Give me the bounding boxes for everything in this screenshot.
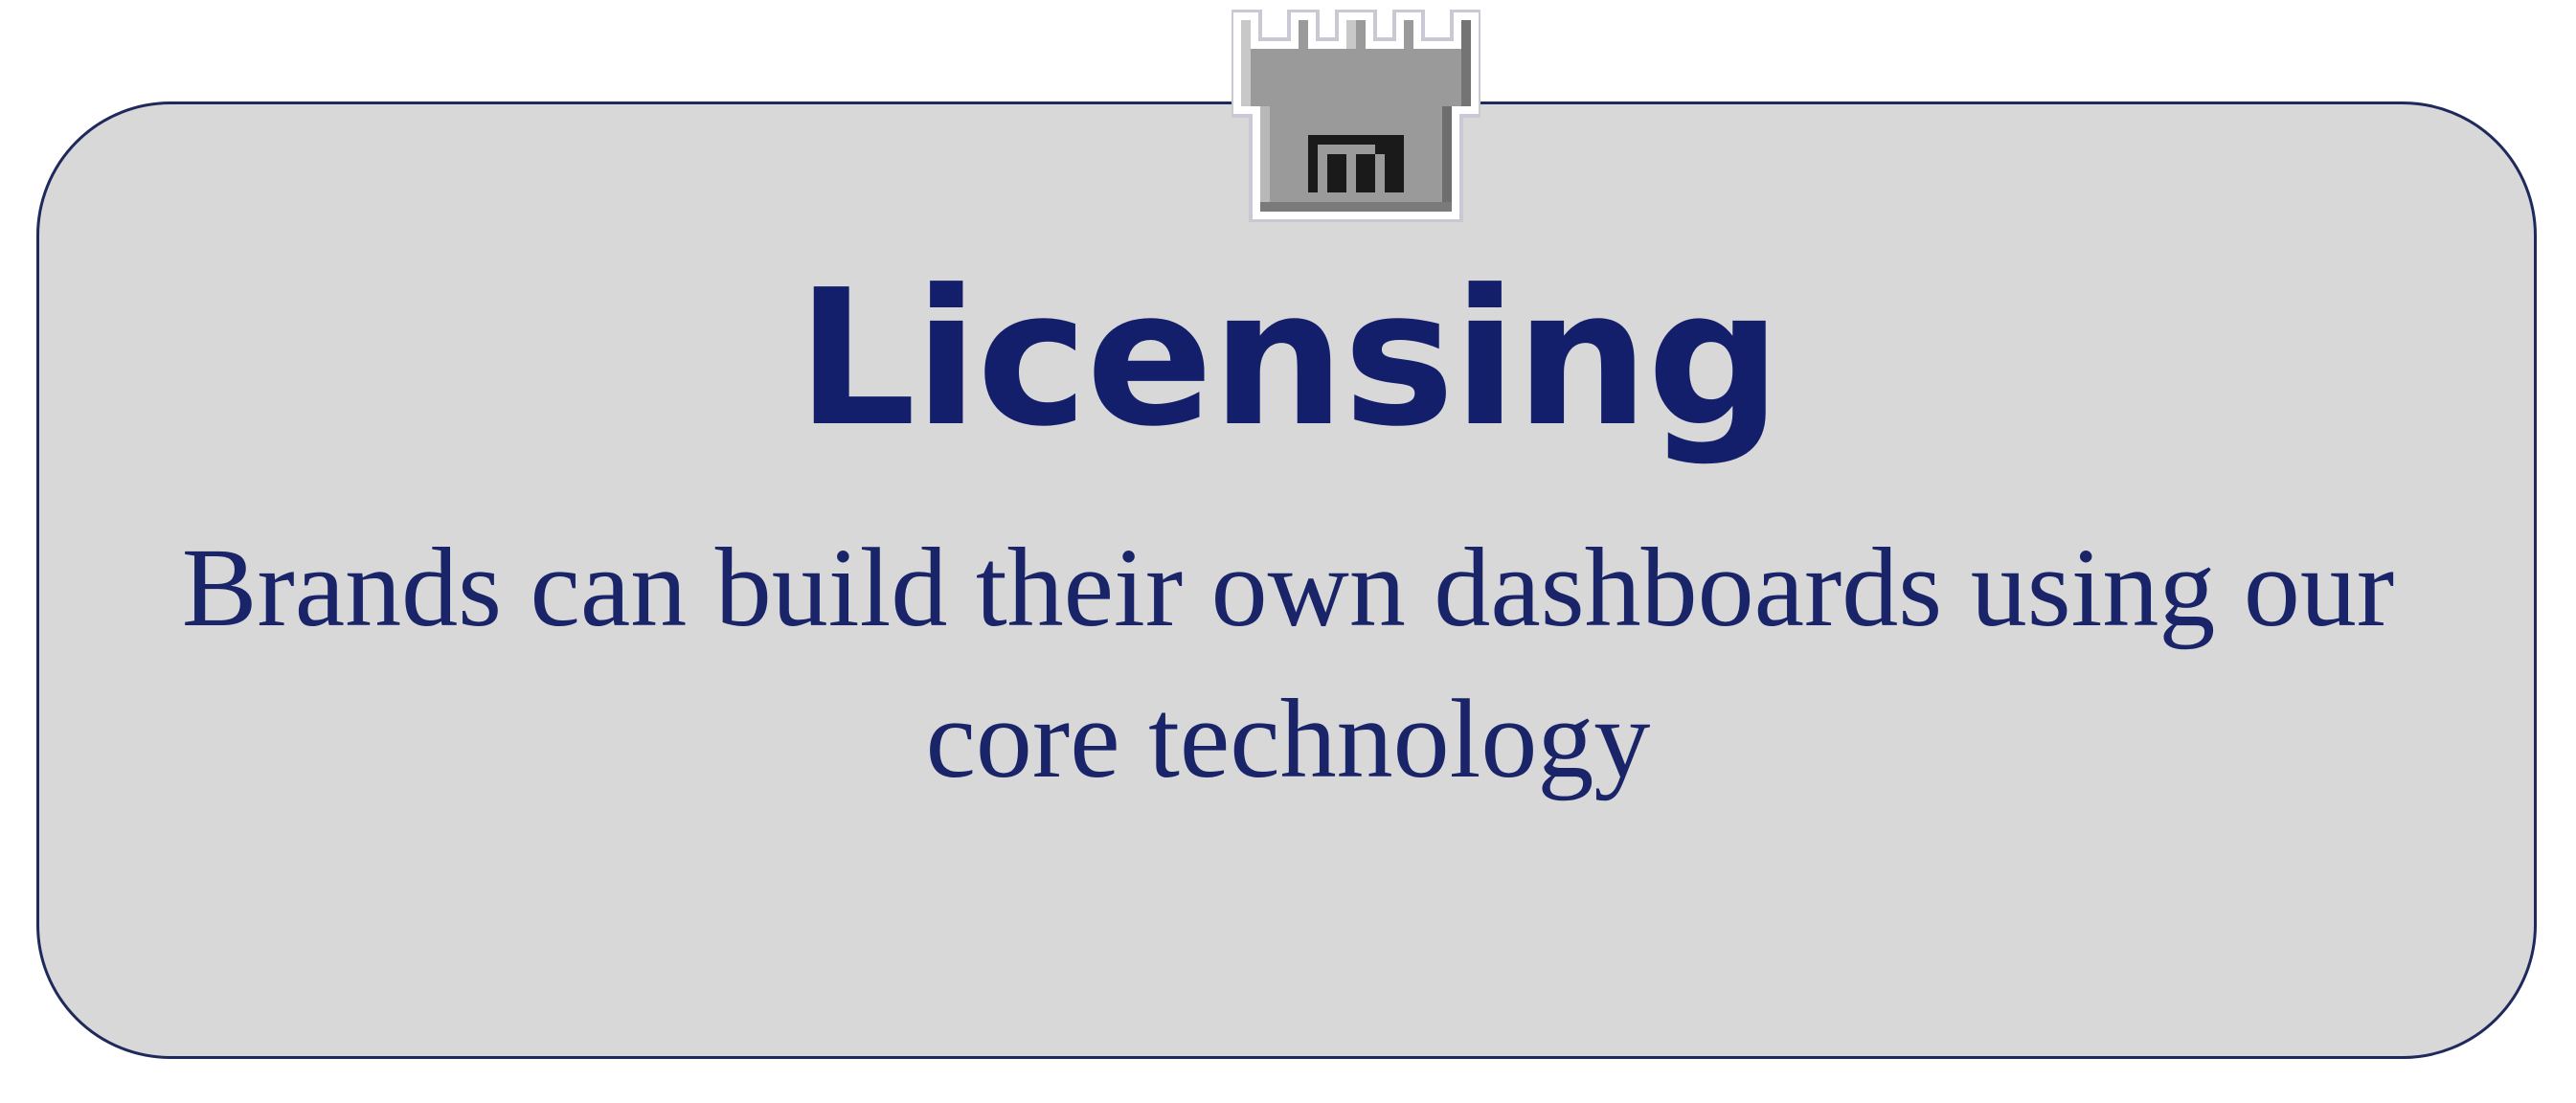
licensing-card — [36, 101, 2537, 1059]
castle-crown-icon — [1232, 10, 1480, 222]
card-description: Brands can build their own dashboards us… — [181, 525, 2395, 801]
card-title: Licensing — [796, 250, 1781, 468]
